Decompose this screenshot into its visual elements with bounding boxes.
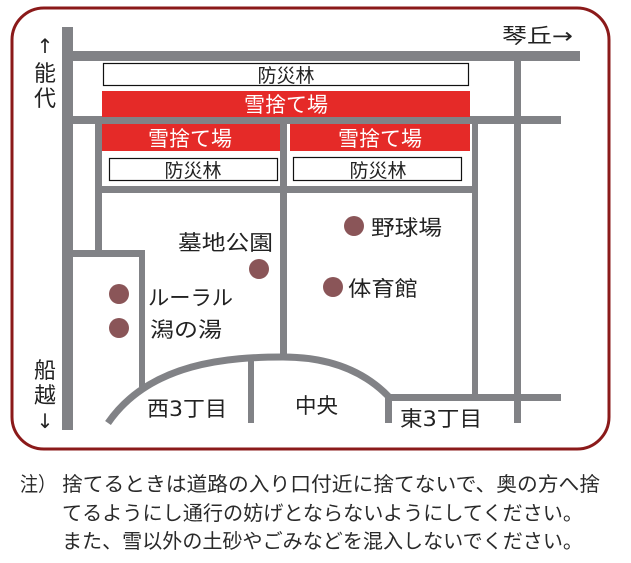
district-higashi-3chome: 東3丁目: [400, 407, 482, 431]
district-nishi-3chome: 西3丁目: [147, 397, 227, 421]
location-marker-icon: [249, 259, 269, 279]
left-snow-dump-label: 雪捨て場: [148, 127, 232, 151]
road-arc: [105, 353, 392, 425]
note-line-3: また、雪以外の土砂やごみなどを混入しないでください。: [62, 529, 583, 553]
direction-funakoshi-char-2: 越: [34, 384, 56, 409]
road-second-horizontal: [62, 116, 561, 124]
left-snow-dump-area: [102, 124, 280, 151]
road-middle-vertical: [280, 116, 287, 359]
facility-cemetery-park: 墓地公園: [178, 231, 273, 279]
road-inner-right: [472, 116, 478, 401]
location-marker-icon: [344, 216, 364, 236]
right-windbreak-label: 防災林: [349, 160, 406, 182]
top-windbreak-box: [102, 62, 470, 87]
arrow-down-icon: ↓: [37, 409, 54, 433]
facility-label: ルーラル: [148, 286, 233, 310]
location-marker-icon: [323, 277, 343, 297]
zones: 防災林 雪捨て場 雪捨て場 雪捨て場 防災林 防災林: [102, 62, 470, 182]
facility-label: 潟の湯: [150, 318, 222, 342]
facility-label: 墓地公園: [178, 231, 273, 255]
note-line-1: 捨てるときは道路の入り口付近に捨てないで、奥の方へ捨: [62, 472, 600, 496]
direction-noshiro-char-1: 能: [34, 62, 56, 87]
direction-kotooka: 琴丘→: [502, 24, 573, 48]
facility-label: 野球場: [371, 216, 442, 240]
facility-baseball-field: 野球場: [344, 216, 442, 240]
note-prefix: 注）: [20, 472, 56, 496]
road-short-vertical: [139, 250, 145, 387]
top-snow-dump-label: 雪捨て場: [244, 93, 328, 117]
facility-label: 体育館: [348, 277, 418, 301]
facility-katanoyu: 潟の湯: [109, 318, 222, 342]
top-snow-dump-area: [102, 91, 470, 117]
top-windbreak-label: 防災林: [257, 65, 314, 87]
location-marker-icon: [109, 284, 129, 304]
left-windbreak-label: 防災林: [164, 160, 221, 182]
right-snow-dump-area: [290, 124, 470, 151]
direction-noshiro: ↑ 能 代: [34, 34, 56, 112]
left-windbreak-box: [108, 157, 279, 182]
direction-funakoshi: 船 越 ↓: [34, 359, 56, 433]
facility-gymnasium: 体育館: [323, 277, 418, 301]
road-network: [62, 27, 580, 430]
road-short-horizontal: [62, 250, 145, 257]
road-left-main: [62, 27, 73, 430]
facility-rural: ルーラル: [109, 284, 233, 310]
road-top: [62, 51, 580, 61]
location-marker-icon: [109, 318, 129, 338]
note-block: 注） 捨てるときは道路の入り口付近に捨てないで、奥の方へ捨 てるようにし通行の妨…: [20, 472, 600, 553]
direction-noshiro-char-2: 代: [34, 87, 56, 112]
note-line-2: てるようにし通行の妨げとならないようにしてください。: [62, 501, 583, 525]
road-right-main: [514, 51, 521, 423]
road-east-horizontal: [385, 394, 561, 401]
right-windbreak-box: [292, 156, 463, 182]
arrow-up-icon: ↑: [37, 34, 54, 58]
road-central-stub: [248, 358, 254, 423]
district-chuo: 中央: [295, 394, 338, 418]
direction-funakoshi-char-1: 船: [34, 359, 56, 384]
road-east-stub: [385, 394, 392, 423]
right-snow-dump-label: 雪捨て場: [338, 127, 422, 151]
